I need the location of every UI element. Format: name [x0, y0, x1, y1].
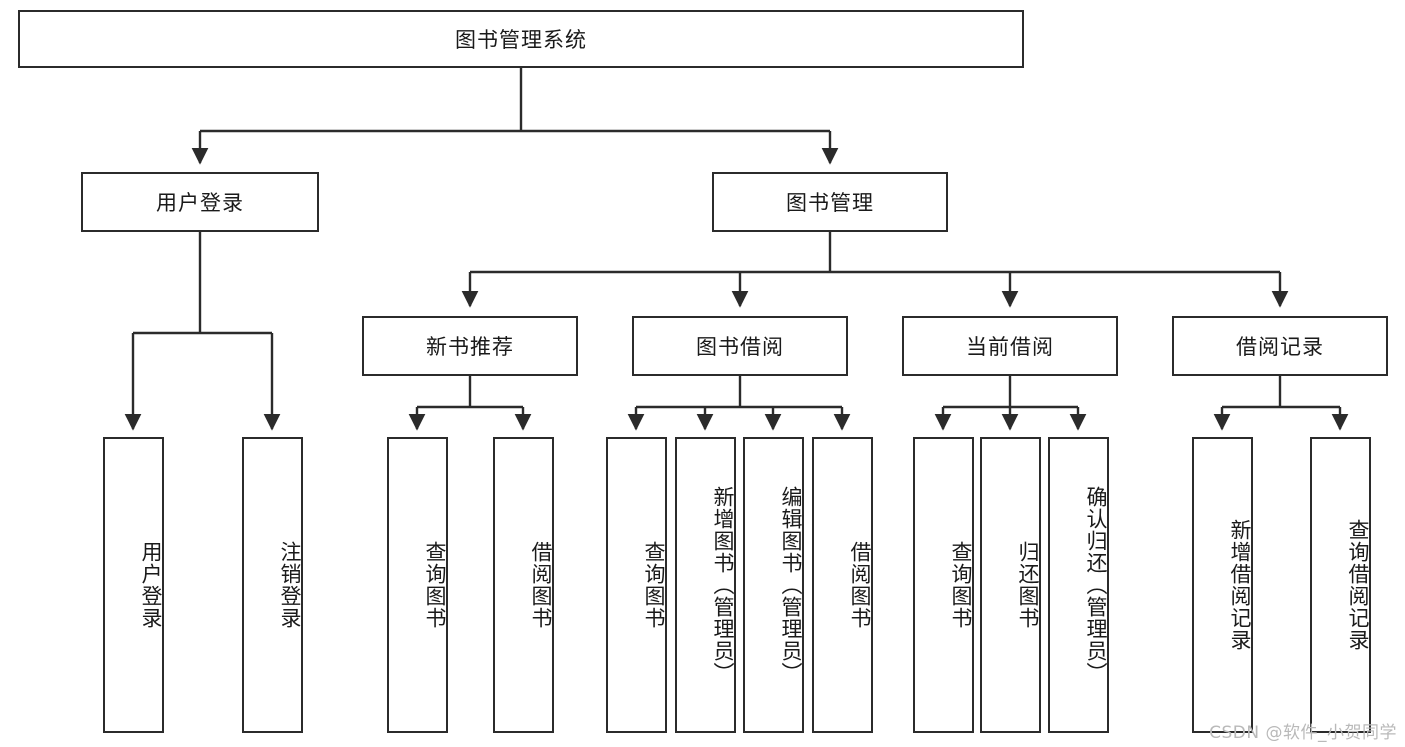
leaf-book-borrow-borrow-book[interactable]: 借阅图书 — [812, 437, 873, 733]
node-label: 注销登录 — [278, 541, 302, 629]
leaf-book-borrow-edit-book-admin[interactable]: 编辑图书（管理员） — [743, 437, 804, 733]
node-label: 借阅图书 — [529, 541, 553, 629]
leaf-current-borrow-query-book[interactable]: 查询图书 — [913, 437, 974, 733]
node-user-login[interactable]: 用户登录 — [81, 172, 319, 232]
node-book-borrow[interactable]: 图书借阅 — [632, 316, 848, 376]
node-new-book-recommend[interactable]: 新书推荐 — [362, 316, 578, 376]
node-label: 归还图书 — [1016, 541, 1040, 629]
node-current-borrow[interactable]: 当前借阅 — [902, 316, 1118, 376]
leaf-book-borrow-query-book[interactable]: 查询图书 — [606, 437, 667, 733]
node-label: 用户登录 — [156, 191, 244, 215]
leaf-borrow-record-add-record[interactable]: 新增借阅记录 — [1192, 437, 1253, 733]
leaf-user-login-login[interactable]: 用户登录 — [103, 437, 164, 733]
node-label: 借阅图书 — [848, 541, 872, 629]
leaf-book-borrow-add-book-admin[interactable]: 新增图书（管理员） — [675, 437, 736, 733]
leaf-new-book-query-book[interactable]: 查询图书 — [387, 437, 448, 733]
node-label: 借阅记录 — [1236, 335, 1324, 359]
leaf-current-borrow-confirm-return-admin[interactable]: 确认归还（管理员） — [1048, 437, 1109, 733]
leaf-borrow-record-query-record[interactable]: 查询借阅记录 — [1310, 437, 1371, 733]
node-label: 图书借阅 — [696, 335, 784, 359]
node-label: 查询图书 — [423, 541, 447, 629]
leaf-new-book-borrow-book[interactable]: 借阅图书 — [493, 437, 554, 733]
node-label: 图书管理系统 — [455, 28, 587, 52]
node-label: 当前借阅 — [966, 335, 1054, 359]
node-label: 确认归还（管理员） — [1084, 486, 1108, 684]
node-label: 新增图书（管理员） — [711, 486, 735, 684]
node-root-system[interactable]: 图书管理系统 — [18, 10, 1024, 68]
node-label: 查询图书 — [949, 541, 973, 629]
node-label: 查询图书 — [642, 541, 666, 629]
leaf-user-login-logout[interactable]: 注销登录 — [242, 437, 303, 733]
node-borrow-record[interactable]: 借阅记录 — [1172, 316, 1388, 376]
leaf-current-borrow-return-book[interactable]: 归还图书 — [980, 437, 1041, 733]
node-book-management[interactable]: 图书管理 — [712, 172, 948, 232]
node-label: 新增借阅记录 — [1228, 519, 1252, 651]
node-label: 新书推荐 — [426, 335, 514, 359]
node-label: 编辑图书（管理员） — [779, 486, 803, 684]
node-label: 查询借阅记录 — [1346, 519, 1370, 651]
node-label: 图书管理 — [786, 191, 874, 215]
node-label: 用户登录 — [139, 541, 163, 629]
